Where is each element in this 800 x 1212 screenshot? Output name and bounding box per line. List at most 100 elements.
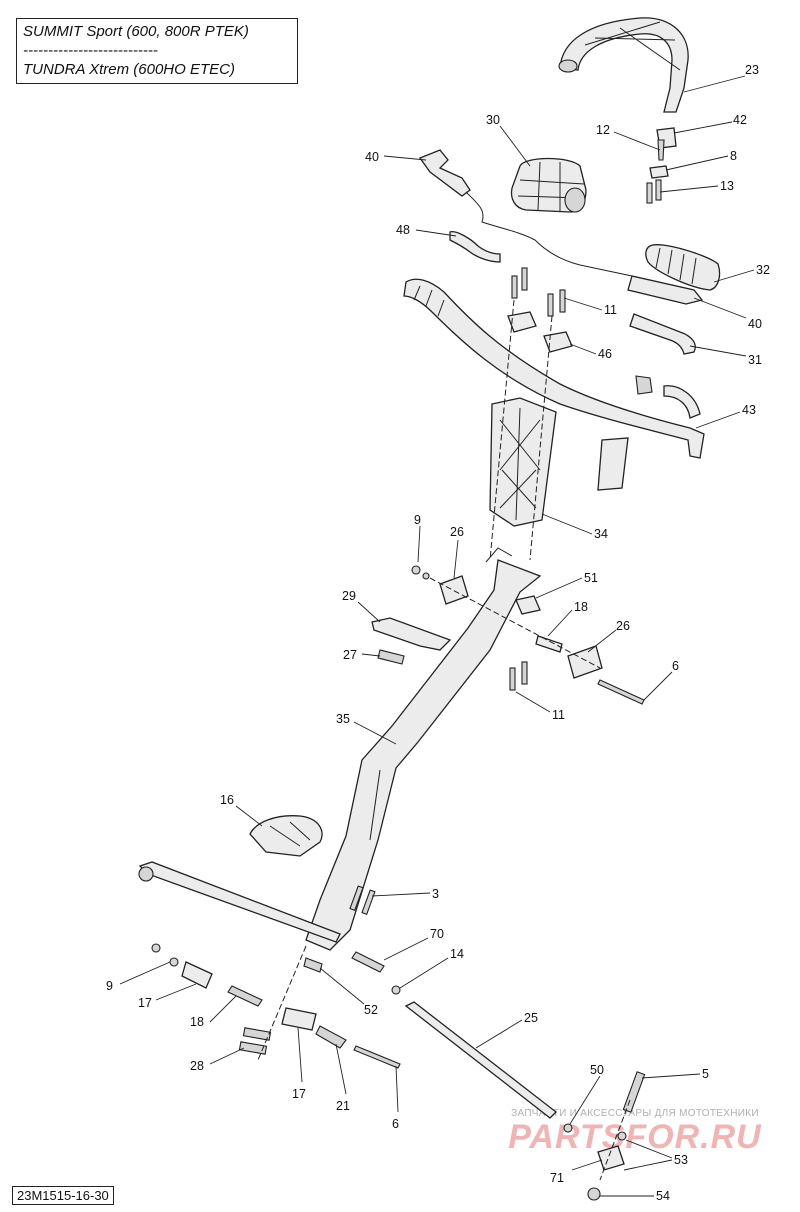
callout-34: 34 <box>541 513 608 541</box>
callout-30: 30 <box>486 113 531 167</box>
callout-53: 53 <box>623 1139 688 1171</box>
callout-17a: 17 <box>138 983 197 1010</box>
part-32-grip <box>645 244 721 291</box>
part-40-throttle-lever <box>418 149 633 277</box>
callout-14: 14 <box>399 947 464 989</box>
part-30-pad <box>510 157 587 213</box>
part-46-clamps <box>507 267 573 353</box>
svg-text:40: 40 <box>748 317 762 331</box>
callout-9a: 9 <box>414 513 421 563</box>
callout-26b: 26 <box>587 619 630 653</box>
assembly-axis-riser <box>489 299 553 561</box>
part-12-pin <box>657 139 665 161</box>
svg-text:26: 26 <box>616 619 630 633</box>
svg-text:30: 30 <box>486 113 500 127</box>
model-title-box: SUMMIT Sport (600, 800R PTEK) ----------… <box>16 18 298 84</box>
callout-3: 3 <box>371 887 439 901</box>
svg-text:29: 29 <box>342 589 356 603</box>
callout-29: 29 <box>342 589 381 623</box>
callout-40b: 40 <box>693 297 762 331</box>
reference-code: 23M1515-16-30 <box>12 1186 114 1205</box>
part-25-tie-rod <box>404 1001 557 1119</box>
assembly-axis-lower <box>257 945 307 1061</box>
model-title-line-2: TUNDRA Xtrem (600HO ETEC) <box>23 61 235 78</box>
svg-text:5: 5 <box>702 1067 709 1081</box>
part-71-ball-joint <box>597 1145 625 1171</box>
part-decal <box>597 437 629 491</box>
svg-text:35: 35 <box>336 712 350 726</box>
callout-70: 70 <box>383 927 444 961</box>
part-48-hose <box>449 231 501 263</box>
callout-52: 52 <box>319 967 378 1017</box>
callout-16: 16 <box>220 793 263 827</box>
callout-54: 54 <box>600 1189 670 1203</box>
part-26-clamp-upper <box>439 575 469 605</box>
svg-text:6: 6 <box>672 659 679 673</box>
callout-28: 28 <box>190 1047 245 1073</box>
callout-23: 23 <box>683 63 759 93</box>
part-18-pin-upper <box>535 635 563 653</box>
svg-text:50: 50 <box>590 1063 604 1077</box>
part-9-nut-lower <box>151 943 179 967</box>
callout-42: 42 <box>673 113 747 134</box>
svg-text:9: 9 <box>106 979 113 993</box>
svg-text:11: 11 <box>604 303 617 317</box>
part-40-grip-sleeve <box>627 275 704 305</box>
part-43-handlebar <box>403 278 705 459</box>
part-53-washer <box>617 1131 627 1141</box>
svg-text:11: 11 <box>552 708 565 722</box>
part-11-bolts-lower <box>509 661 528 691</box>
part-17-bracket-upper <box>181 961 213 989</box>
part-51-cap <box>515 595 541 615</box>
part-21-link <box>315 1025 347 1049</box>
callout-51: 51 <box>535 571 598 599</box>
svg-text:32: 32 <box>756 263 770 277</box>
part-18-pin-lower <box>227 985 263 1007</box>
svg-text:25: 25 <box>524 1011 538 1025</box>
part-tie-rod <box>138 861 341 943</box>
svg-text:16: 16 <box>220 793 234 807</box>
part-29-plate <box>371 617 452 651</box>
part-6-bolt-lower <box>353 1045 401 1069</box>
svg-text:31: 31 <box>748 353 762 367</box>
parts-drawing <box>138 17 721 1201</box>
callout-50: 50 <box>569 1063 604 1125</box>
watermark: ЗАПЧАСТИ И АКСЕССУАРЫ ДЛЯ МОТОТЕХНИКИ PA… <box>470 1108 800 1155</box>
callout-25: 25 <box>475 1011 538 1049</box>
callout-6b: 6 <box>392 1065 399 1131</box>
svg-text:18: 18 <box>574 600 588 614</box>
part-34-riser <box>489 397 557 527</box>
svg-text:54: 54 <box>656 1189 670 1203</box>
svg-text:34: 34 <box>594 527 608 541</box>
watermark-logo: PARTSFOR.RU <box>508 1118 762 1156</box>
svg-text:6: 6 <box>392 1117 399 1131</box>
part-27-spacer <box>377 649 405 665</box>
svg-text:18: 18 <box>190 1015 204 1029</box>
part-16-cover <box>249 815 323 857</box>
svg-text:40: 40 <box>365 150 379 164</box>
callout-31: 31 <box>689 345 762 367</box>
svg-text:27: 27 <box>343 648 357 662</box>
svg-text:13: 13 <box>720 179 734 193</box>
callout-12: 12 <box>596 123 661 151</box>
svg-text:42: 42 <box>733 113 747 127</box>
svg-text:46: 46 <box>598 347 612 361</box>
svg-text:9: 9 <box>414 513 421 527</box>
assembly-axis-clamp <box>429 577 601 669</box>
part-9-nut-upper <box>411 565 430 580</box>
callout-48: 48 <box>396 223 457 237</box>
callout-6a: 6 <box>643 659 679 701</box>
part-52-bushing <box>303 957 323 973</box>
svg-text:3: 3 <box>432 887 439 901</box>
callout-11a: 11 <box>563 297 617 317</box>
part-31-grip <box>629 313 696 355</box>
part-3-bolts <box>349 885 376 916</box>
svg-text:21: 21 <box>336 1099 350 1113</box>
part-35-steering-column <box>305 547 542 951</box>
part-13-screws <box>646 179 662 204</box>
callout-13: 13 <box>659 179 734 193</box>
callout-21: 21 <box>335 1043 350 1113</box>
part-8-bracket <box>649 165 669 179</box>
svg-text:17: 17 <box>138 996 152 1010</box>
